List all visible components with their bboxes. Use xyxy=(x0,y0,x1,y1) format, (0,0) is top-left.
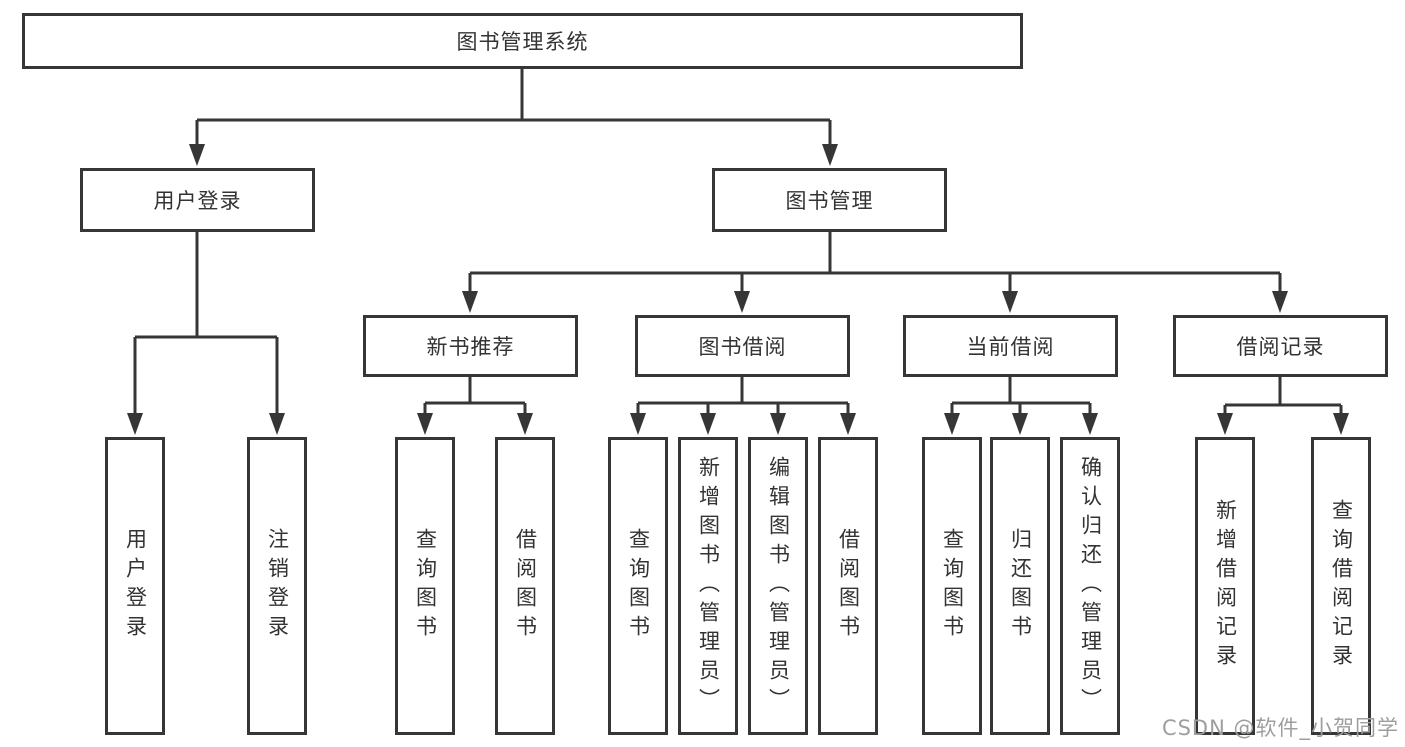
node-user-login: 用户登录 xyxy=(80,168,315,232)
node-label: 图书管理系统 xyxy=(456,30,589,54)
node-label: 确认归还（管理员） xyxy=(1078,455,1103,717)
node-label: 编辑图书（管理员） xyxy=(766,455,791,717)
node-leaf-query-books: 查询图书 xyxy=(608,437,668,735)
node-label: 注销登录 xyxy=(265,528,290,644)
connector-bookmgmt-to-level3 xyxy=(462,232,1288,313)
node-label: 新增图书（管理员） xyxy=(696,455,721,717)
connector-newbooks-to-leaves xyxy=(417,377,533,435)
node-label: 查询图书 xyxy=(626,528,651,644)
node-label: 图书管理 xyxy=(785,189,874,213)
connector-current-to-leaves xyxy=(944,377,1098,435)
node-leaf-user-login: 用户登录 xyxy=(105,437,165,735)
node-label: 图书借阅 xyxy=(698,335,787,359)
node-library-management-system: 图书管理系统 xyxy=(22,13,1023,69)
node-leaf-confirm-return-admin: 确认归还（管理员） xyxy=(1060,437,1120,735)
node-new-book-recommend: 新书推荐 xyxy=(363,315,578,377)
node-leaf-borrow-books: 借阅图书 xyxy=(818,437,878,735)
node-label: 用户登录 xyxy=(153,189,242,213)
node-book-management: 图书管理 xyxy=(712,168,947,232)
node-current-borrowing: 当前借阅 xyxy=(903,315,1118,377)
node-label: 查询借阅记录 xyxy=(1329,499,1354,673)
node-label: 用户登录 xyxy=(123,528,148,644)
node-label: 借阅图书 xyxy=(513,528,538,644)
node-borrow-records: 借阅记录 xyxy=(1173,315,1388,377)
node-leaf-add-books-admin: 新增图书（管理员） xyxy=(678,437,738,735)
node-leaf-query-books: 查询图书 xyxy=(922,437,982,735)
node-leaf-logout: 注销登录 xyxy=(247,437,307,735)
connector-root-to-level2 xyxy=(189,69,838,166)
connector-userlogin-to-leaves xyxy=(127,232,285,435)
node-leaf-borrow-books: 借阅图书 xyxy=(495,437,555,735)
node-label: 新增借阅记录 xyxy=(1213,499,1238,673)
csdn-watermark: CSDN @软件_小贺同学 xyxy=(1161,716,1399,740)
node-book-borrowing: 图书借阅 xyxy=(635,315,850,377)
node-label: 新书推荐 xyxy=(426,335,515,359)
connector-borrowing-to-leaves xyxy=(630,377,856,435)
node-label: 查询图书 xyxy=(940,528,965,644)
node-leaf-query-borrow-record: 查询借阅记录 xyxy=(1311,437,1371,735)
node-leaf-add-borrow-record: 新增借阅记录 xyxy=(1195,437,1255,735)
node-label: 归还图书 xyxy=(1008,528,1033,644)
node-label: 查询图书 xyxy=(413,528,438,644)
node-label: 借阅图书 xyxy=(836,528,861,644)
node-leaf-return-books: 归还图书 xyxy=(990,437,1050,735)
node-leaf-query-books: 查询图书 xyxy=(395,437,455,735)
node-leaf-edit-books-admin: 编辑图书（管理员） xyxy=(748,437,808,735)
node-label: 借阅记录 xyxy=(1236,335,1325,359)
node-label: 当前借阅 xyxy=(966,335,1055,359)
connector-records-to-leaves xyxy=(1217,377,1349,435)
